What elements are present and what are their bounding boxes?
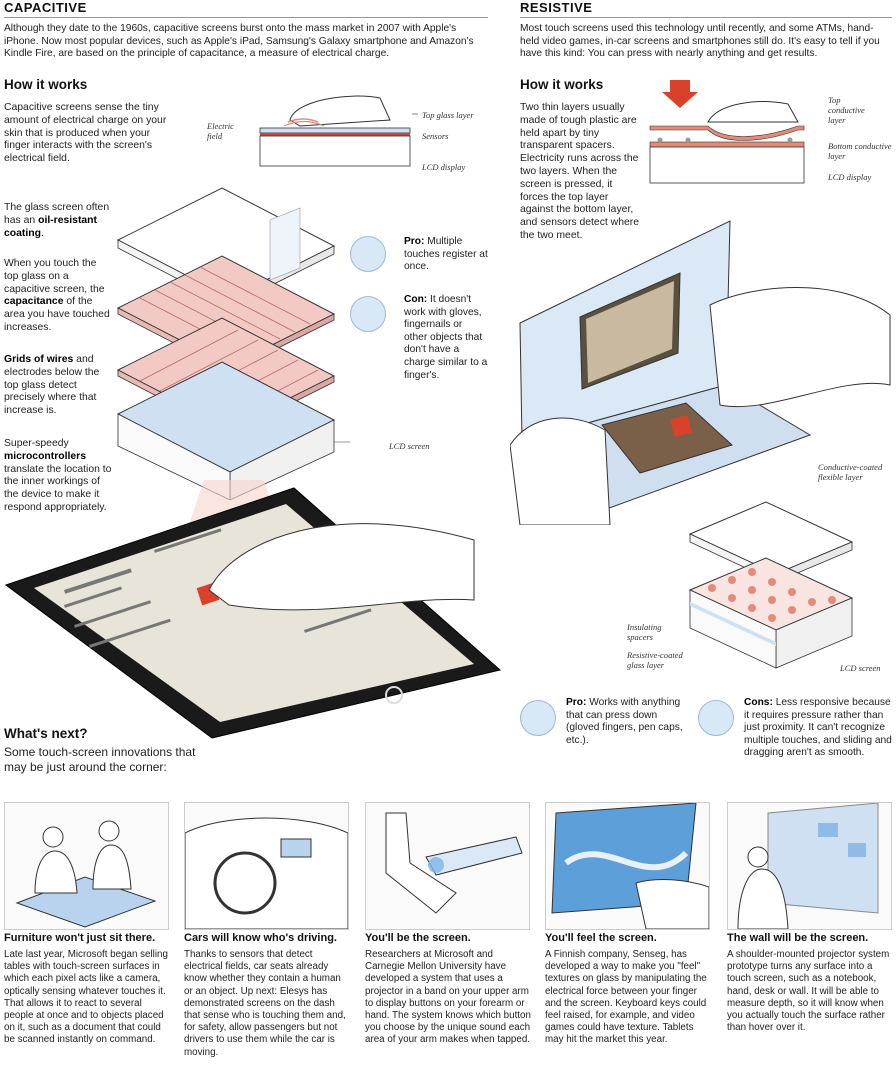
label-lcd-display-resistive: LCD display	[828, 172, 872, 182]
resistive-cross-section	[649, 80, 805, 184]
capacitive-pro: Pro: Multiple touches register at once.	[404, 236, 488, 273]
innovation-wall: The wall will be the screen. A shoulder-…	[727, 932, 891, 1034]
thumbs-up-icon	[520, 700, 556, 736]
tablet-illustration	[4, 480, 502, 739]
capacitive-how-title: How it works	[4, 77, 88, 92]
resistive-con: Cons: Less responsive because it require…	[744, 697, 892, 759]
step-microcontrollers: Super-speedy microcontrollers translate …	[4, 438, 112, 513]
resistive-intro: Most touch screens used this technology …	[520, 23, 880, 60]
step-oil-resistant-coating: The glass screen often has an oil-resist…	[4, 202, 110, 239]
innovation-car: Cars will know who's driving. Thanks to …	[184, 932, 350, 1059]
resistive-title: RESISTIVE	[520, 0, 593, 15]
innovation-feel: You'll feel the screen. A Finnish compan…	[545, 932, 711, 1047]
label-bottom-conductive-layer: Bottom conductive layer	[828, 141, 892, 161]
label-electric-field: Electric field	[207, 121, 234, 141]
label-top-conductive-layer: Top conductive layer	[828, 95, 865, 125]
capacitive-intro: Although they date to the 1960s, capacit…	[4, 23, 474, 60]
resistive-how-text: Two thin layers usually made of tough pl…	[520, 102, 639, 241]
thumbs-down-icon	[350, 296, 386, 332]
resistive-how-title: How it works	[520, 77, 604, 92]
wall-screen-illustration	[727, 802, 892, 930]
innovation-text: A Finnish company, Senseg, has developed…	[545, 949, 707, 1046]
label-conductive-coated-flexible-layer: Conductive-coated flexible layer	[818, 462, 883, 482]
capacitive-how-text: Capacitive screens sense the tiny amount…	[4, 102, 167, 165]
innovation-title: You'll feel the screen.	[545, 932, 657, 944]
arm-screen-illustration	[365, 802, 530, 930]
step-capacitance: When you touch the top glass on a capaci…	[4, 258, 110, 333]
label-top-glass-layer: Top glass layer	[422, 110, 474, 120]
capacitive-title: CAPACITIVE	[4, 0, 87, 15]
whats-next-subtitle: Some touch-screen innovations that may b…	[4, 745, 196, 774]
capacitive-cross-section	[259, 95, 418, 167]
innovation-title: You'll be the screen.	[365, 932, 471, 944]
innovation-title: The wall will be the screen.	[727, 932, 869, 944]
label-insulating-spacers: Insulating spacers	[627, 622, 662, 642]
capacitive-exploded-layers	[116, 187, 350, 500]
capacitive-rule	[4, 17, 488, 18]
innovation-title: Furniture won't just sit there.	[4, 932, 156, 944]
thumbs-up-icon	[350, 236, 386, 272]
resistive-rule	[520, 17, 892, 18]
label-lcd-display: LCD display	[422, 162, 466, 172]
handheld-console-illustration	[510, 220, 891, 525]
innovation-text: Researchers at Microsoft and Carnegie Me…	[365, 949, 531, 1046]
label-lcd-screen-resistive: LCD screen	[840, 663, 881, 673]
resistive-exploded-layers	[688, 501, 854, 669]
thumbs-down-icon	[698, 700, 734, 736]
step-grids-of-wires: Grids of wires and electrodes below the …	[4, 354, 100, 417]
innovation-text: Late last year, Microsoft began selling …	[4, 949, 168, 1046]
innovation-text: A shoulder-mounted projector system prot…	[727, 949, 890, 1034]
textured-screen-illustration	[545, 802, 710, 930]
innovation-arm: You'll be the screen. Researchers at Mic…	[365, 932, 531, 1047]
innovation-furniture: Furniture won't just sit there. Late las…	[4, 932, 172, 1047]
innovation-text: Thanks to sensors that detect electrical…	[184, 949, 346, 1058]
resistive-pro: Pro: Works with anything that can press …	[566, 697, 683, 746]
capacitive-con: Con: It doesn't work with gloves, finger…	[404, 294, 488, 381]
label-resistive-coated-glass-layer: Resistive-coated glass layer	[627, 650, 683, 670]
whats-next-title: What's next?	[4, 726, 88, 741]
furniture-illustration	[4, 802, 169, 930]
label-sensors: Sensors	[422, 131, 449, 141]
label-lcd-screen-capacitive: LCD screen	[389, 441, 430, 451]
innovation-title: Cars will know who's driving.	[184, 932, 337, 944]
car-dashboard-illustration	[184, 802, 349, 930]
